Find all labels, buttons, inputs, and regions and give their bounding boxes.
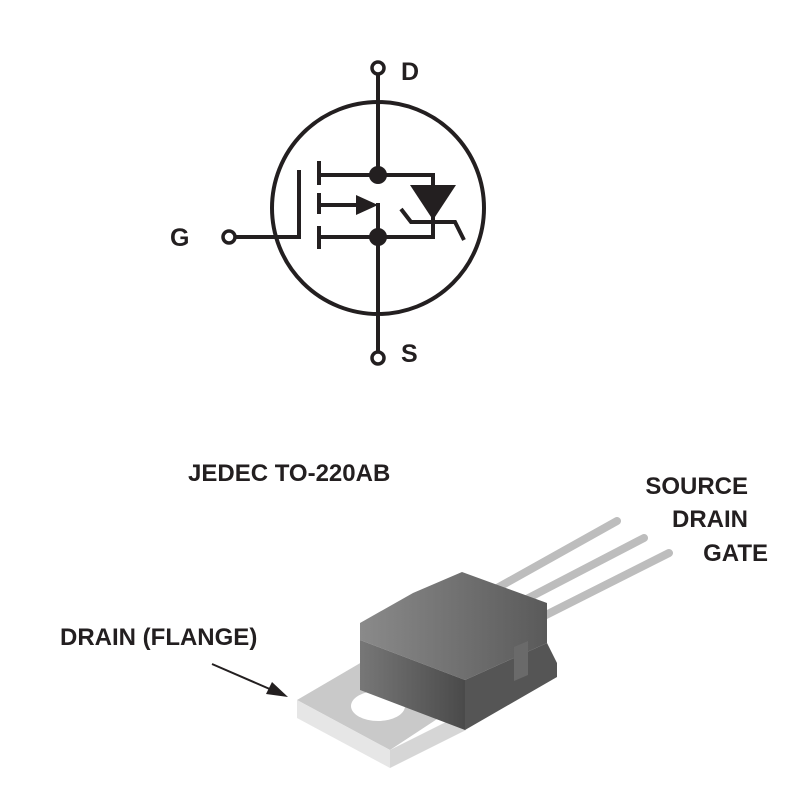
body-notch xyxy=(514,641,528,681)
package-leads xyxy=(486,517,673,622)
zener-diode-triangle xyxy=(410,185,456,220)
drain-terminal xyxy=(370,60,386,76)
body-front xyxy=(360,640,465,730)
drain-label: D xyxy=(401,58,419,86)
body-side xyxy=(465,643,557,730)
flange-side xyxy=(390,712,466,768)
pin-label-drain: DRAIN xyxy=(672,506,748,533)
package-title: JEDEC TO-220AB xyxy=(188,460,390,487)
gate-lead xyxy=(235,170,301,239)
source-label: S xyxy=(401,340,418,368)
source-terminal xyxy=(370,350,386,366)
flange-label: DRAIN (FLANGE) xyxy=(60,624,257,651)
flange-arrow xyxy=(211,663,288,697)
flange-front xyxy=(297,700,390,768)
gate-terminal xyxy=(221,229,237,245)
gate-label: G xyxy=(170,224,189,252)
lead-gate xyxy=(536,549,673,622)
pin-label-gate: GATE xyxy=(703,540,768,567)
lead-drain xyxy=(511,534,648,609)
source-node-dot xyxy=(369,228,387,246)
mosfet-symbol xyxy=(221,60,486,366)
body-arrow-head xyxy=(356,195,378,215)
zener-diode-bar xyxy=(399,207,466,241)
lead-source xyxy=(486,517,621,596)
to220-package xyxy=(297,517,673,768)
drain-node-dot xyxy=(369,166,387,184)
pin-label-source: SOURCE xyxy=(645,473,748,500)
body-top xyxy=(360,572,547,680)
